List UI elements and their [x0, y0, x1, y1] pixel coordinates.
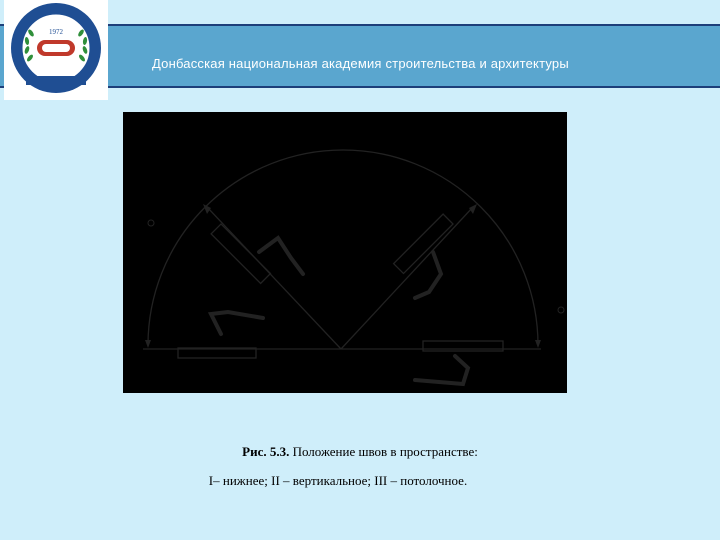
header-bottom-line — [0, 86, 720, 88]
logo-year: 1972 — [49, 28, 64, 36]
figure-label: Рис. 5.3. — [242, 444, 290, 459]
page-title: Донбасская национальная академия строите… — [152, 56, 569, 71]
figure-legend: I– нижнее; II – вертикальное; III – пото… — [208, 473, 468, 488]
figure-caption: Рис. 5.3. Положение швов в пространстве: — [0, 444, 720, 460]
academy-emblem-icon: 1972 — [4, 0, 108, 100]
figure-title: Положение швов в пространстве: — [289, 444, 478, 459]
header-band — [0, 24, 720, 88]
weld-positions-diagram — [123, 112, 567, 393]
header-top-line — [0, 24, 720, 26]
